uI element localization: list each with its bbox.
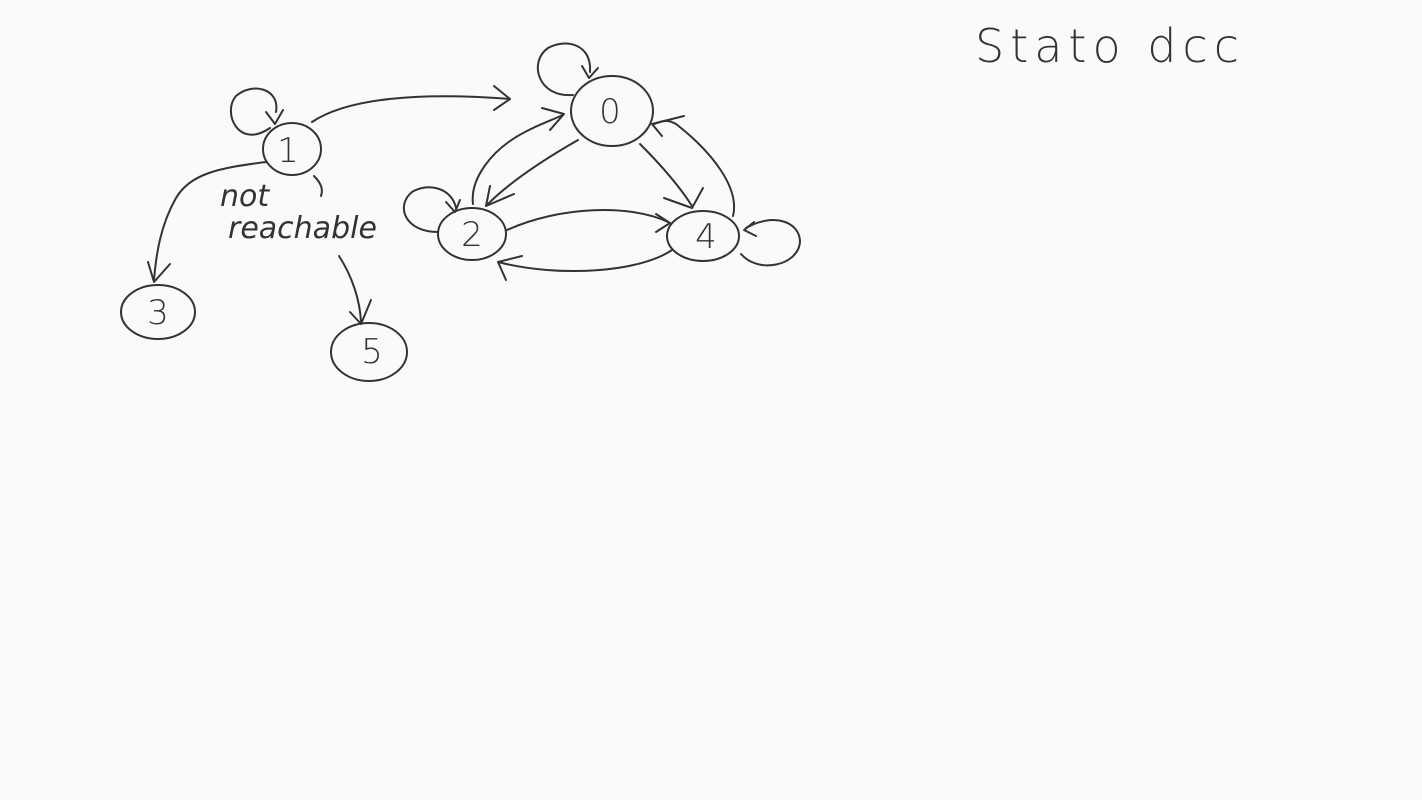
node-3: 3 bbox=[120, 284, 196, 340]
diagram-title: Stato dcc bbox=[975, 19, 1245, 73]
self-loop-2 bbox=[402, 186, 457, 233]
self-loop-1 bbox=[229, 87, 278, 136]
edge-0-to-4 bbox=[639, 143, 693, 207]
arrowhead-self-loop-4 bbox=[743, 221, 757, 237]
arrowhead-edge-0-to-4 bbox=[663, 187, 704, 209]
node-label-5: 5 bbox=[361, 332, 383, 372]
edge-1-to-3 bbox=[153, 161, 267, 281]
annotation-reachable: reachable bbox=[228, 211, 377, 246]
arrowhead-edge-2-to-4 bbox=[655, 213, 671, 233]
arrowhead-edge-1-to-3 bbox=[147, 261, 171, 283]
node-label-1: 1 bbox=[277, 131, 299, 171]
self-loop-0 bbox=[536, 42, 592, 97]
node-label-0: 0 bbox=[599, 92, 621, 132]
edge-0-to-2 bbox=[487, 139, 579, 205]
edge-2-to-4 bbox=[506, 209, 669, 231]
arrowhead-self-loop-0 bbox=[581, 65, 599, 79]
arrowhead-edge-4-to-0 bbox=[651, 115, 685, 137]
node-label-4: 4 bbox=[695, 217, 717, 257]
arrowhead-edge-1-to-5 bbox=[349, 299, 372, 325]
edge-1-to-0 bbox=[311, 95, 511, 123]
node-1: 1 bbox=[262, 122, 322, 176]
node-0: 0 bbox=[570, 75, 654, 147]
arrowhead-edge-4-to-2 bbox=[497, 255, 523, 281]
annotation-not: not bbox=[220, 179, 270, 214]
edge-4-to-2 bbox=[497, 249, 673, 272]
node-2: 2 bbox=[437, 207, 507, 261]
edge-1-to-5-lower bbox=[338, 255, 362, 323]
edge-1-to-5 bbox=[313, 175, 323, 197]
self-loop-4 bbox=[740, 219, 801, 267]
arrowhead-self-loop-1 bbox=[265, 109, 284, 125]
arrowhead-edge-2-to-0 bbox=[541, 107, 565, 131]
node-4: 4 bbox=[666, 210, 740, 262]
node-label-3: 3 bbox=[147, 293, 169, 333]
node-5: 5 bbox=[330, 322, 408, 382]
arrowhead-self-loop-2 bbox=[445, 199, 461, 213]
arrowhead-edge-0-to-2 bbox=[485, 185, 515, 207]
arrowhead-edge-1-to-0 bbox=[493, 85, 511, 111]
node-label-2: 2 bbox=[461, 215, 483, 255]
edge-4-to-0 bbox=[653, 119, 736, 217]
edge-2-to-0 bbox=[471, 114, 564, 205]
